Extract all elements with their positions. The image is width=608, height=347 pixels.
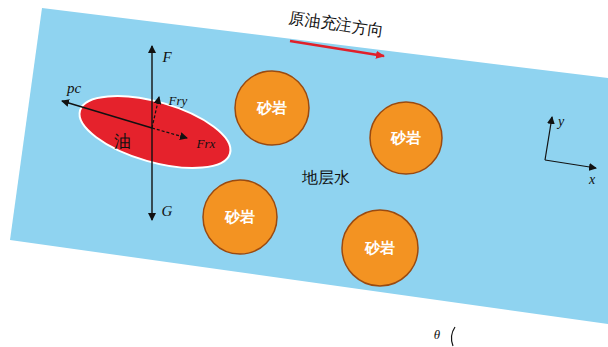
sandstone-grain: 砂岩 xyxy=(234,70,310,146)
x-axis xyxy=(545,160,596,168)
angle-label: θ xyxy=(434,327,440,343)
sandstone-grain: 砂岩 xyxy=(369,101,443,175)
node-label: 砂岩 xyxy=(225,208,255,227)
force-label: F xyxy=(162,49,171,66)
formation-band xyxy=(10,8,608,324)
y-axis xyxy=(545,117,552,160)
ellipse-outline xyxy=(70,87,240,177)
node-label: 砂岩 xyxy=(365,239,395,258)
direction-label: 原油充注方向 xyxy=(287,8,385,42)
oil-droplet: 油 xyxy=(70,87,240,177)
force-label: G xyxy=(162,203,173,220)
axis-label: x xyxy=(589,172,595,188)
water-label: 地层水 xyxy=(302,168,350,189)
node-label: 砂岩 xyxy=(257,99,287,118)
charge-arrow xyxy=(290,41,384,56)
force-label: Fry xyxy=(169,93,188,109)
node-label: 油 xyxy=(114,130,131,153)
sandstone-grain: 砂岩 xyxy=(341,209,419,287)
sandstone-grain: 砂岩 xyxy=(202,179,278,255)
angle-arc xyxy=(451,327,455,346)
axis-label: y xyxy=(558,114,564,130)
force-label: Frx xyxy=(197,136,216,152)
node-label: 砂岩 xyxy=(391,129,421,148)
force-label: pc xyxy=(67,80,81,97)
